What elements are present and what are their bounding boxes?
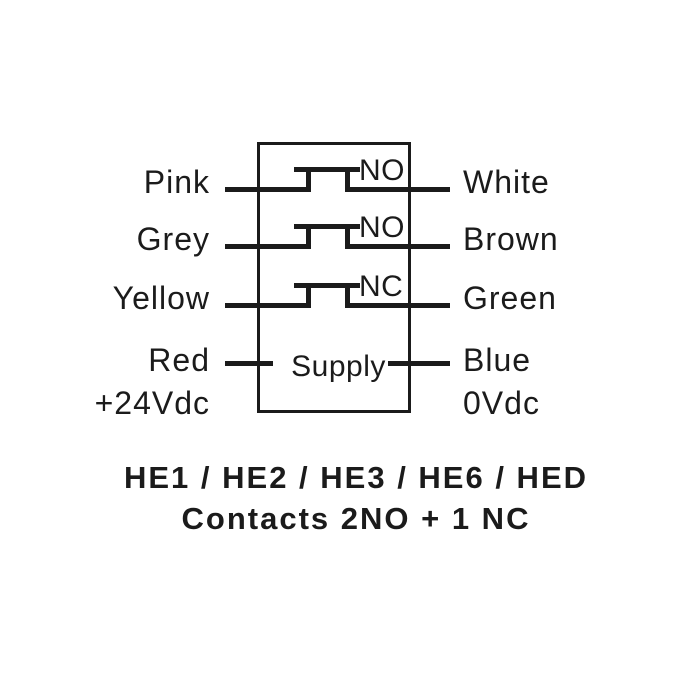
- wire-color-label-left: Red: [148, 342, 210, 378]
- caption-contacts: Contacts 2NO + 1 NC: [181, 501, 531, 536]
- wire-right: [345, 187, 450, 192]
- wire-color-label-left: Yellow: [112, 280, 210, 316]
- contact-leg-left: [306, 167, 311, 192]
- contact-type-label: NO: [359, 154, 405, 187]
- contact-bridge-bar: [294, 283, 360, 288]
- contact-type-label: NC: [359, 270, 404, 303]
- wire-right: [345, 244, 450, 249]
- wire-right: [388, 361, 450, 366]
- wire-color-label-right: Blue: [463, 342, 532, 378]
- caption-models: HE1 / HE2 / HE3 / HE6 / HED: [123, 460, 589, 495]
- wire-left: [225, 303, 311, 308]
- wire-color-label-right: White: [463, 164, 550, 200]
- contact-bridge-bar: [294, 167, 360, 172]
- wire-left: [225, 244, 311, 249]
- contact-leg-left: [306, 283, 311, 308]
- contact-leg-left: [306, 224, 311, 249]
- voltage-label-right: 0Vdc: [463, 385, 540, 421]
- contact-leg-right: [345, 283, 350, 308]
- contact-bridge-bar: [294, 224, 360, 229]
- wire-color-label-right: Green: [463, 280, 557, 316]
- wire-color-label-right: Brown: [463, 221, 559, 257]
- supply-label: Supply: [291, 350, 386, 383]
- contact-leg-right: [345, 224, 350, 249]
- wire-color-label-left: Grey: [136, 221, 210, 257]
- wire-left: [225, 361, 273, 366]
- device-outline-box: [257, 142, 411, 413]
- wire-right: [345, 303, 450, 308]
- contact-type-label: NO: [359, 211, 405, 244]
- wire-left: [225, 187, 311, 192]
- contact-leg-right: [345, 167, 350, 192]
- voltage-label-left: +24Vdc: [94, 385, 210, 421]
- wire-color-label-left: Pink: [143, 164, 210, 200]
